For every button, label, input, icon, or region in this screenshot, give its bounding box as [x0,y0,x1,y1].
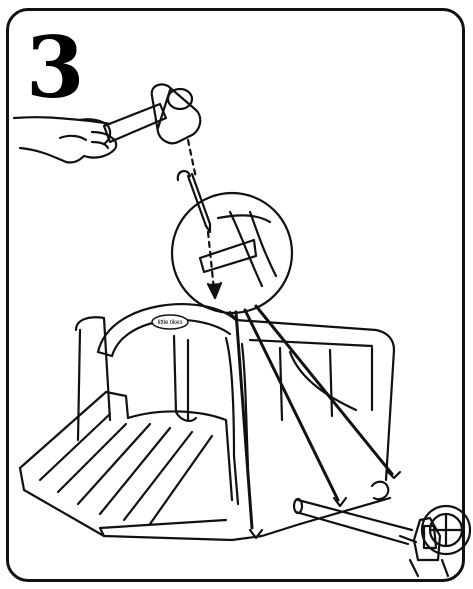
svg-text:little tikes: little tikes [158,320,183,326]
zoom-detail-circle [172,193,292,313]
mallet-icon [104,84,200,143]
stake-icon [178,171,210,232]
bounce-house [20,304,400,540]
blower-tube [294,482,412,544]
hand-icon [14,117,116,162]
blower-icon [400,506,470,576]
brand-logo: little tikes [152,315,188,329]
arrow-down-icon [208,283,221,298]
